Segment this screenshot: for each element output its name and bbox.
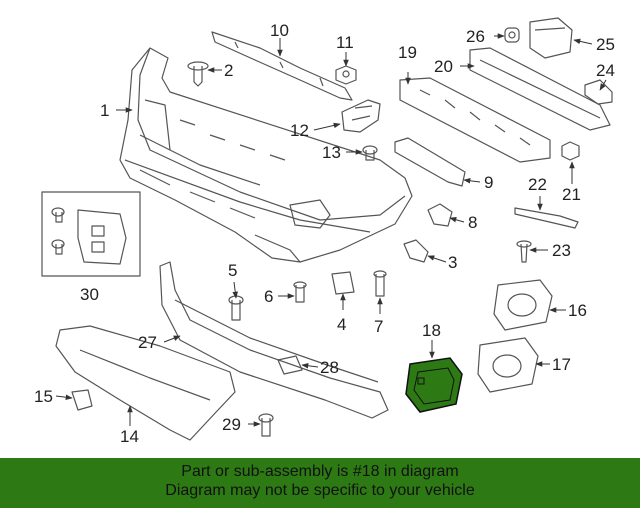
- callout-24: 24: [596, 61, 615, 80]
- callout-27: 27: [138, 333, 157, 352]
- callout-23: 23: [552, 241, 571, 260]
- bolt-13-part: [362, 145, 378, 161]
- sensor-25-part: [529, 17, 573, 59]
- parts-diagram: 1 2 3 4 5 6 7 8 9 10 11 12 13 14 15 16 1…: [34, 17, 615, 446]
- callout-29: 29: [222, 415, 241, 434]
- bracket-9-part: [394, 137, 466, 187]
- callout-labels: 1 2 3 4 5 6 7 8 9 10 11 12 13 14 15 16 1…: [34, 21, 615, 446]
- callout-10: 10: [270, 21, 289, 40]
- nut-11-part: [335, 65, 357, 85]
- callout-15: 15: [34, 387, 53, 406]
- sensor-kit-30-part: [41, 191, 141, 277]
- callout-19: 19: [398, 43, 417, 62]
- fog-lamp-cover-18-part: [405, 357, 463, 413]
- callout-25: 25: [596, 35, 615, 54]
- callout-9: 9: [484, 173, 493, 192]
- reinforcement-part: [469, 47, 611, 131]
- callout-20: 20: [434, 57, 453, 76]
- bracket-24-part: [584, 79, 613, 105]
- lower-spoiler-27-part: [159, 261, 389, 419]
- nut-21-part: [561, 141, 580, 161]
- callout-12: 12: [290, 121, 309, 140]
- callout-4: 4: [337, 315, 346, 334]
- callout-21: 21: [562, 185, 581, 204]
- clip-4-part: [331, 271, 355, 295]
- callout-26: 26: [466, 27, 485, 46]
- callout-2: 2: [224, 61, 233, 80]
- callout-1: 1: [100, 101, 109, 120]
- push-clip-2-part: [187, 61, 209, 87]
- callout-7: 7: [374, 317, 383, 336]
- energy-absorber-part: [399, 77, 551, 163]
- upper-retainer-part: [211, 31, 353, 101]
- seal-22-part: [514, 207, 579, 229]
- clip-8-part: [427, 203, 453, 227]
- callout-11: 11: [336, 33, 354, 52]
- callout-3: 3: [448, 253, 457, 272]
- grommet-26-part: [504, 27, 520, 43]
- banner-line-1: Part or sub-assembly is #18 in diagram: [181, 463, 459, 480]
- rivet-23-part: [516, 240, 532, 263]
- callout-14: 14: [120, 427, 139, 446]
- bracket-12-part: [341, 99, 381, 133]
- fog-lamp-bezel-17-part: [477, 337, 539, 393]
- bumper-cover-part: [119, 47, 413, 263]
- callout-13: 13: [322, 143, 341, 162]
- bolt-6-part: [293, 281, 307, 303]
- clip-28-part: [277, 355, 303, 375]
- clip-3-part: [403, 239, 429, 263]
- callout-30: 30: [80, 285, 99, 304]
- bolt-7-part: [373, 270, 387, 297]
- banner-line-2: Diagram may not be specific to your vehi…: [165, 482, 475, 499]
- fitment-note-banner: Part or sub-assembly is #18 in diagram D…: [0, 458, 640, 508]
- fog-lamp-bezel-16-part: [493, 279, 553, 331]
- bolt-29-part: [258, 413, 274, 437]
- bolt-5-part: [228, 295, 244, 321]
- callout-6: 6: [264, 287, 273, 306]
- callout-17: 17: [552, 355, 571, 374]
- callout-22: 22: [528, 175, 547, 194]
- callout-28: 28: [320, 358, 339, 377]
- callout-16: 16: [568, 301, 587, 320]
- callout-18: 18: [422, 321, 441, 340]
- callout-8: 8: [468, 213, 477, 232]
- leader-lines: [55, 33, 607, 427]
- skid-plate-14-part: [55, 325, 236, 441]
- clip-15-part: [71, 389, 93, 411]
- callout-5: 5: [228, 261, 237, 280]
